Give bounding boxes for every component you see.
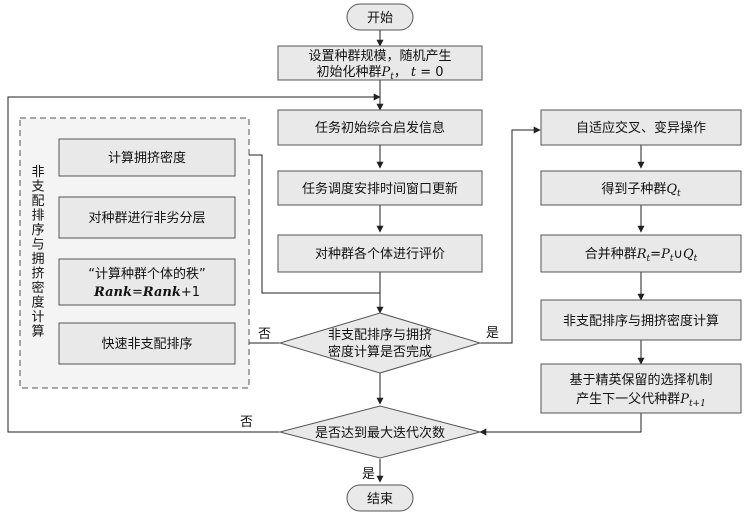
svg-text:非支配排序与拥挤密度计算: 非支配排序与拥挤密度计算	[563, 313, 719, 329]
svg-text:对种群进行非劣分层: 对种群进行非劣分层	[88, 211, 205, 226]
start-terminal: 开始	[346, 3, 414, 31]
svg-text:“计算种群个体的秩”: “计算种群个体的秩”	[88, 266, 205, 282]
end-label: 结束	[367, 492, 393, 507]
svg-text:对种群各个体进行评价: 对种群各个体进行评价	[315, 246, 445, 262]
svg-text:合并种群Rt=Pt∪Qt: 合并种群Rt=Pt∪Qt	[585, 247, 698, 264]
svg-text:产生下一父代种群Pt+1: 产生下一父代种群Pt+1	[576, 392, 706, 409]
svg-text:自适应交叉、变异操作: 自适应交叉、变异操作	[576, 120, 706, 136]
start-label: 开始	[367, 11, 393, 26]
end-terminal: 结束	[346, 484, 414, 512]
elite-box: 基于精英保留的选择机制 产生下一父代种群Pt+1	[540, 363, 742, 414]
task-sched-box: 任务调度安排时间窗口更新	[277, 170, 483, 206]
svg-text:密度计算是否完成: 密度计算是否完成	[328, 344, 432, 360]
svg-text:得到子种群Qt: 得到子种群Qt	[601, 181, 681, 199]
svg-text:任务初始综合启发信息: 任务初始综合启发信息	[315, 120, 445, 136]
edge-label-no-left: 否	[258, 327, 271, 342]
fast-sort-box: 快速非支配排序	[58, 322, 236, 365]
nsga-right-box: 非支配排序与拥挤密度计算	[540, 299, 742, 341]
edge-label-yes-end: 是	[362, 467, 375, 482]
task-info-box: 任务初始综合启发信息	[277, 109, 483, 146]
svg-text:是否达到最大迭代次数: 是否达到最大迭代次数	[315, 425, 445, 441]
edge-label-yes-right: 是	[486, 326, 499, 341]
svg-text:Rank=Rank+1: Rank=Rank+1	[93, 285, 200, 300]
svg-text:快速非支配排序: 快速非支配排序	[101, 337, 192, 352]
group-label: 非支配排序与拥挤密度计算	[31, 165, 44, 340]
child-box: 得到子种群Qt	[540, 170, 742, 206]
edge-label-no-iter: 否	[240, 415, 253, 430]
svg-text:计算拥挤密度: 计算拥挤密度	[108, 150, 186, 166]
svg-text:设置种群规模，随机产生: 设置种群规模，随机产生	[308, 49, 451, 64]
crowd-box: 计算拥挤密度	[58, 138, 236, 177]
svg-text:基于精英保留的选择机制: 基于精英保留的选择机制	[569, 372, 712, 388]
rank-box: “计算种群个体的秩” Rank=Rank+1	[58, 258, 236, 306]
iteration-decision: 是否达到最大迭代次数	[278, 405, 482, 459]
svg-text:初始化种群Pt，t = 0: 初始化种群Pt，t = 0	[316, 65, 443, 82]
nsga-decision: 非支配排序与拥挤 密度计算是否完成	[278, 312, 482, 374]
merge-box: 合并种群Rt=Pt∪Qt	[540, 234, 742, 273]
svg-text:非支配排序与拥挤: 非支配排序与拥挤	[328, 328, 432, 343]
init-box: 设置种群规模，随机产生 初始化种群Pt，t = 0	[277, 45, 483, 82]
layer-box: 对种群进行非劣分层	[58, 196, 236, 239]
crossover-box: 自适应交叉、变异操作	[540, 109, 742, 146]
evaluate-box: 对种群各个体进行评价	[277, 234, 483, 273]
svg-text:任务调度安排时间窗口更新: 任务调度安排时间窗口更新	[302, 181, 458, 197]
